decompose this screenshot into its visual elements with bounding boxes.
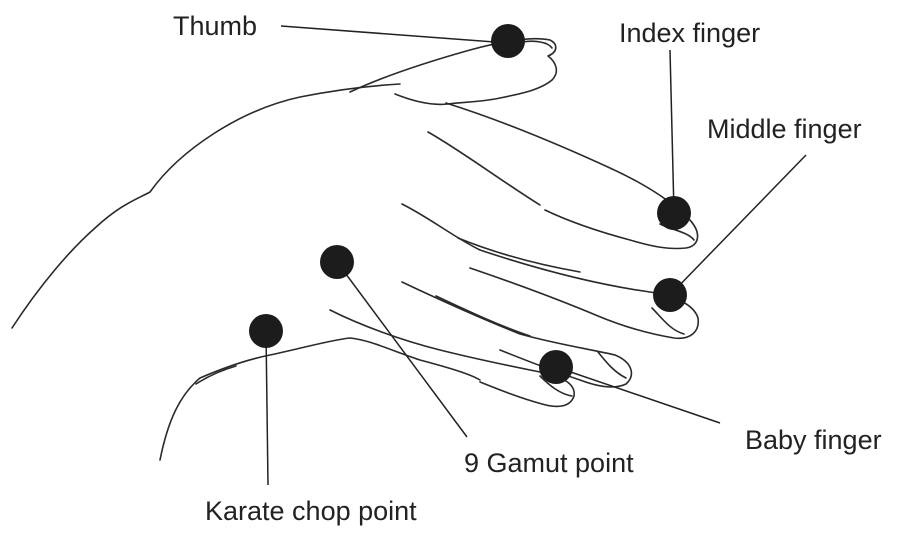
gamut-point-marker bbox=[320, 245, 354, 279]
thumbnail-outline bbox=[521, 40, 553, 49]
hand-illustration bbox=[11, 37, 699, 461]
thumb-point-marker bbox=[491, 24, 525, 58]
thumb-label: Thumb bbox=[173, 11, 257, 41]
baby-finger-outline bbox=[329, 309, 575, 408]
index-finger-label: Index finger bbox=[619, 18, 760, 48]
baby-finger-leader-line bbox=[555, 366, 721, 424]
ring-finger-crease bbox=[435, 295, 531, 337]
tapping-points bbox=[249, 24, 691, 384]
thumb-leader-line bbox=[280, 25, 509, 44]
karate-chop-leader-line bbox=[265, 330, 269, 486]
baby-fingernail-outline bbox=[539, 375, 573, 397]
karate-chop-point-label: Karate chop point bbox=[205, 496, 417, 526]
thumb-outline bbox=[349, 37, 558, 106]
ring-finger-outline bbox=[401, 281, 633, 388]
karate-chop-point-marker bbox=[249, 314, 283, 348]
point-labels: Thumb Index finger Middle finger Baby fi… bbox=[173, 11, 882, 526]
index-finger-point-marker bbox=[657, 196, 691, 230]
wrist-crease bbox=[195, 365, 237, 385]
middle-finger-label: Middle finger bbox=[707, 114, 862, 144]
gamut-point-leader-line bbox=[336, 261, 468, 438]
baby-finger-label: Baby finger bbox=[745, 425, 882, 455]
middle-finger-outline bbox=[401, 203, 699, 340]
middle-finger-leader-line bbox=[669, 154, 807, 296]
index-finger-crease bbox=[427, 131, 541, 206]
middle-finger-point-marker bbox=[653, 278, 687, 312]
ring-fingernail-outline bbox=[597, 351, 627, 379]
baby-finger-point-marker bbox=[539, 350, 573, 384]
middle-finger-crease bbox=[457, 237, 581, 273]
gamut-point-label: 9 Gamut point bbox=[464, 448, 634, 478]
index-finger-top-outline bbox=[445, 102, 699, 250]
hand-back-outline bbox=[11, 83, 401, 329]
index-finger-leader-line bbox=[669, 49, 675, 214]
middle-fingernail-outline bbox=[651, 307, 685, 335]
palm-edge-outline bbox=[159, 337, 481, 461]
leader-lines bbox=[265, 25, 807, 486]
